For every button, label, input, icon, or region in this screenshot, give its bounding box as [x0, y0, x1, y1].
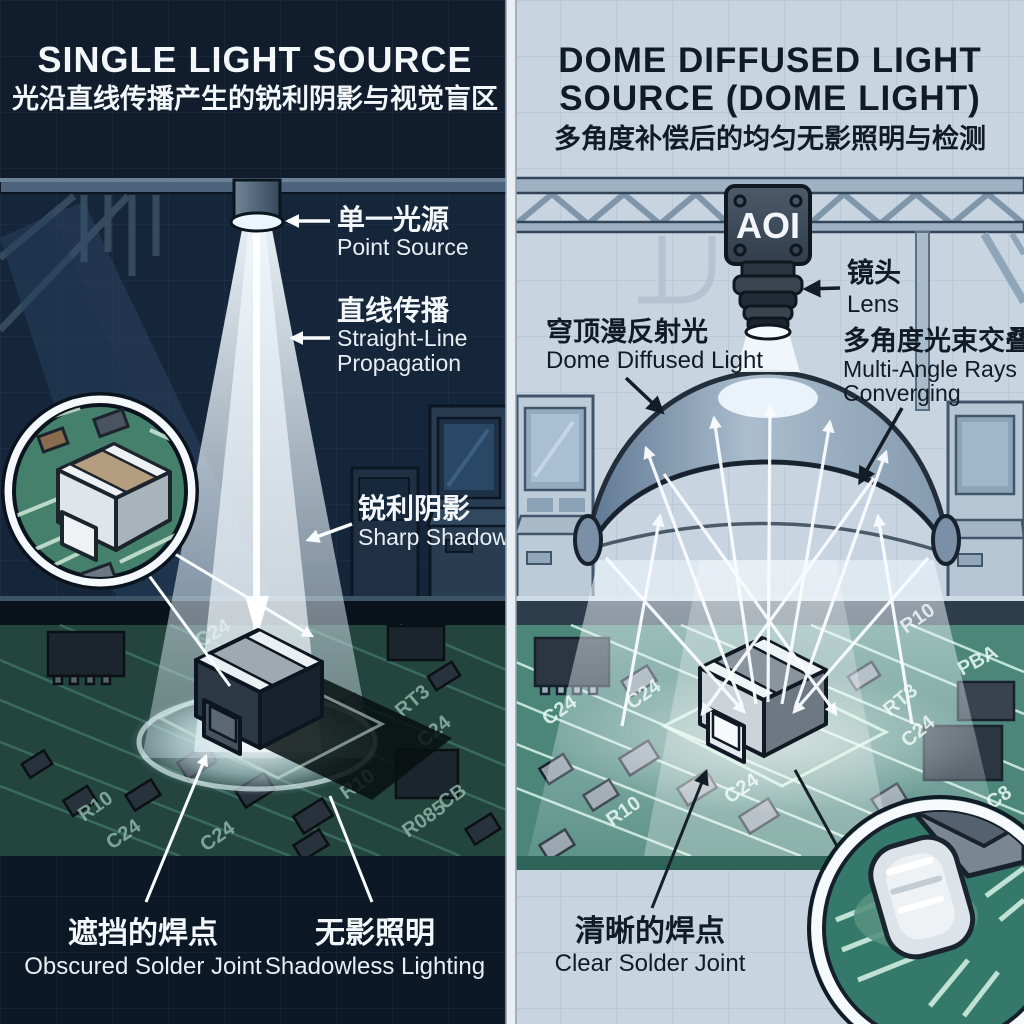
obscured-label-en: Obscured Solder Joint [24, 953, 262, 980]
camera-screws [733, 194, 803, 257]
multi-label-en1: Multi-Angle Rays [843, 356, 1017, 382]
right-wall-details [638, 236, 716, 304]
clear-joint-label-en: Clear Solder Joint [555, 950, 746, 977]
straight-line-label-en2: Propagation [337, 350, 461, 376]
right-title-line2: SOURCE (DOME LIGHT) [559, 79, 980, 118]
inset-right-content [835, 812, 1024, 1018]
left-title: SINGLE LIGHT SOURCE [37, 39, 472, 80]
left-subtitle: 光沿直线传播产生的锐利阴影与视觉盲区 [11, 83, 498, 114]
left-ceiling-grid [0, 0, 511, 182]
straight-line-label-zh: 直线传播 [337, 295, 450, 326]
sharp-shadow-arrow [305, 522, 353, 543]
right-labels: DOME DIFFUSED LIGHT SOURCE (DOME LIGHT) … [546, 41, 1024, 977]
left-panel: C24 R10 C24 RT3 C24 R10 CB R085 C24 [0, 0, 511, 1024]
multi-arrow [858, 407, 904, 486]
clear-joint-leader [650, 769, 709, 909]
aoi-camera: AOI [724, 184, 812, 341]
left-floor-grid [0, 856, 511, 1024]
dome-inner-rim [591, 521, 937, 552]
dome-arrow [624, 376, 665, 415]
left-component [194, 628, 324, 756]
dome-label-zh: 穹顶漫反射光 [546, 316, 708, 347]
right-machine-right [946, 400, 1024, 628]
obscured-leader [144, 753, 208, 903]
dome-label-en: Dome Diffused Light [546, 347, 763, 374]
left-machine-tower [426, 404, 511, 618]
inset-right-solder-joint [868, 834, 976, 960]
lens-arrow [802, 279, 841, 298]
lens-label-en: Lens [847, 291, 899, 318]
point-source-fixture [229, 178, 285, 233]
left-machine-small [350, 466, 420, 616]
panel-divider [505, 0, 517, 1024]
inset-left-capacitor [56, 442, 172, 562]
sharp-shadow-label-zh: 锐利阴影 [358, 492, 470, 524]
dome-light [573, 369, 961, 566]
point-source-label-zh: 单一光源 [337, 204, 449, 235]
camera-label: AOI [736, 205, 800, 246]
multi-label-en2: Converging [843, 380, 961, 406]
multi-angle-rays [604, 403, 930, 727]
dome-apex-glow [718, 378, 818, 418]
lens-label-zh: 镜头 [847, 258, 901, 288]
inset-magnifier-left [1, 392, 315, 687]
camera-lens [732, 260, 804, 341]
shadowless-label-zh: 无影照明 [315, 917, 435, 950]
sharp-shadow-label-en: Sharp Shadow [358, 524, 509, 550]
shadowless-leader [328, 795, 374, 903]
multi-label-zh: 多角度光束交叠 [843, 325, 1024, 356]
right-title-line1: DOME DIFFUSED LIGHT [558, 41, 981, 80]
right-machine-left [513, 394, 599, 626]
right-panel: C24 C24 R10 RT3 C24 R10 PBA C24 C8 [511, 0, 1024, 1024]
right-subtitle: 多角度补偿后的均匀无影照明与检测 [554, 123, 986, 154]
inset-right-leader [793, 769, 840, 849]
straight-line-label-en1: Straight-Line [337, 325, 467, 351]
inset-magnifier-right [793, 769, 1024, 1024]
point-source-label-en: Point Source [337, 234, 469, 260]
lens-cone [736, 330, 800, 372]
shadowless-label-en: Shadowless Lighting [265, 953, 485, 980]
clear-joint-label-zh: 清晰的焊点 [575, 915, 725, 948]
obscured-label-zh: 遮挡的焊点 [68, 916, 218, 950]
left-labels: SINGLE LIGHT SOURCE 光沿直线传播产生的锐利阴影与视觉盲区 单… [11, 39, 509, 980]
